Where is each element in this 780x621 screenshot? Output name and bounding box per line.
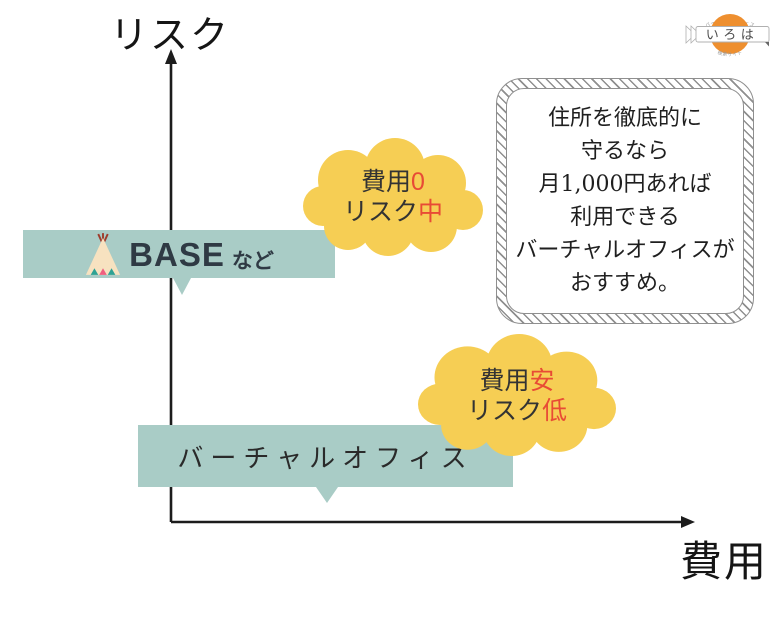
base-cloud-cost-label: 費用	[361, 168, 412, 196]
virtual-office-cloud-shape	[418, 334, 616, 456]
base-cloud-risk-value: 中	[418, 198, 444, 226]
base-cloud-text: 費用0 リスク中	[303, 167, 483, 227]
base-option-bar: BASE など	[23, 230, 335, 295]
teepee-icon	[86, 233, 121, 275]
logo-ribbon-fold	[765, 42, 769, 47]
note-line: おすすめ。	[569, 271, 680, 296]
note-box-text: 住所を徹底的に 守るなら 月1,000円あれば 利用できる バーチャルオフィスが…	[506, 88, 744, 314]
base-cloud-risk-label: リスク	[342, 198, 418, 226]
virtual-office-cloud-text: 費用安 リスク低	[418, 366, 616, 426]
vo-cloud-cost-value: 安	[529, 367, 555, 395]
note-line: バーチャルオフィスが	[515, 238, 735, 263]
vo-cloud-risk-label: リスク	[466, 397, 542, 425]
logo-site-name: いろは	[706, 28, 759, 43]
logo-arc-bottom-text: 検索サイト	[717, 49, 744, 58]
base-cloud-cost-value: 0	[411, 168, 425, 196]
base-cloud-line1: 費用0	[303, 167, 483, 197]
virtual-office-bar-tail	[316, 487, 338, 503]
vo-cloud-line1: 費用安	[418, 366, 616, 396]
note-line: 利用できる	[570, 205, 680, 230]
x-axis-arrow	[171, 516, 695, 528]
vo-cloud-risk-value: 低	[542, 397, 568, 425]
virtual-office-label: バーチャルオフィス	[177, 443, 474, 474]
y-axis-label: リスク	[110, 15, 231, 57]
note-box: 住所を徹底的に 守るなら 月1,000円あれば 利用できる バーチャルオフィスが…	[496, 78, 754, 324]
logo-ribbon-chevron	[690, 25, 701, 44]
x-axis-label: 費用	[680, 538, 769, 585]
base-cloud-shape	[303, 138, 483, 256]
vo-cloud-cost-label: 費用	[479, 367, 530, 395]
logo-ribbon-chevron	[685, 25, 696, 44]
base-brand-text: BASE	[129, 235, 225, 273]
base-cloud-line2: リスク中	[303, 197, 483, 227]
vo-cloud-line2: リスク低	[418, 396, 616, 426]
iroha-site-logo: バーチャルオフィス いろは 検索サイト	[685, 14, 770, 58]
base-bar-tail	[173, 278, 191, 295]
base-suffix-text: など	[231, 250, 274, 273]
note-line: 月1,000円あれば	[538, 172, 712, 197]
note-line: 守るなら	[580, 139, 669, 164]
note-line: 住所を徹底的に	[547, 106, 702, 131]
logo-ribbon-band	[695, 26, 770, 43]
